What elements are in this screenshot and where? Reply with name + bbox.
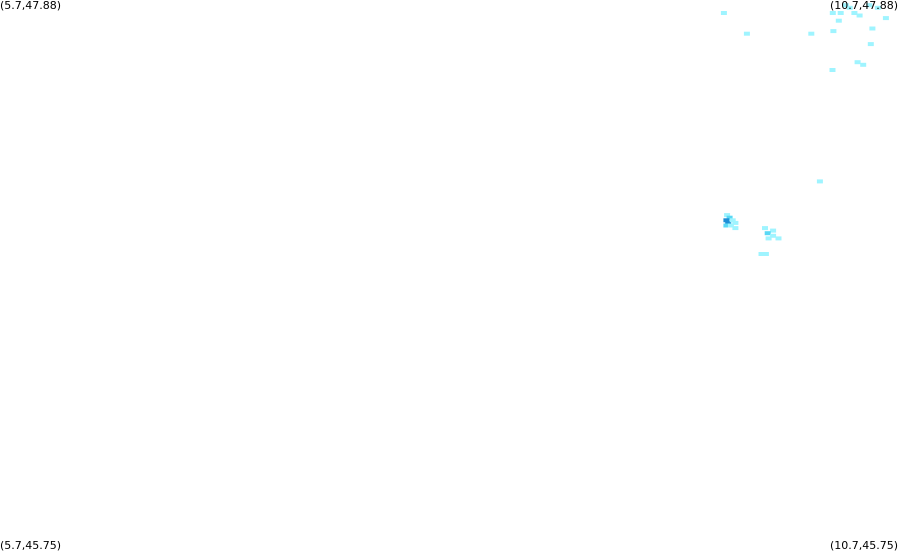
precip-cell: [726, 215, 733, 220]
precip-cell: [846, 5, 853, 10]
precip-cell: [775, 236, 782, 241]
precip-cell: [829, 11, 836, 15]
precip-cell: [851, 11, 858, 15]
corner-label-bottom-right: (10.7,45.75): [829, 539, 898, 552]
precip-cell: [732, 226, 739, 231]
precip-cell: [816, 179, 823, 184]
precip-cell: [830, 29, 837, 34]
corner-label-bottom-left: (5.7,45.75): [0, 539, 62, 552]
precip-cell: [837, 11, 844, 15]
precip-cell: [729, 218, 736, 223]
precip-cell: [758, 252, 765, 256]
precip-cell: [866, 3, 873, 8]
precip-cell: [762, 252, 769, 256]
precip-cell: [854, 60, 861, 65]
precip-cell: [764, 231, 771, 236]
precip-cell: [869, 26, 876, 31]
precip-cell: [808, 31, 815, 36]
precip-cell: [874, 5, 881, 10]
precip-cell: [725, 220, 732, 225]
precip-cell: [724, 213, 731, 218]
precip-cell: [720, 11, 727, 15]
precip-cell: [762, 226, 768, 231]
precip-cell: [882, 16, 889, 21]
precip-cell: [743, 31, 750, 36]
precip-cell: [765, 236, 772, 241]
precip-cell: [856, 13, 863, 18]
precip-cell: [770, 233, 777, 238]
corner-label-top-right: (10.7,47.88): [829, 0, 898, 12]
precip-cell: [860, 62, 867, 67]
precip-cell: [829, 68, 836, 72]
precip-cell: [732, 220, 739, 225]
precip-cell: [867, 42, 874, 47]
precip-cell: [727, 223, 734, 228]
precip-cell: [723, 223, 730, 228]
precip-cell: [842, 3, 849, 8]
corner-label-top-left: (5.7,47.88): [0, 0, 62, 12]
precip-cell: [770, 228, 777, 233]
precip-cell: [723, 218, 730, 223]
precip-cell: [835, 18, 842, 23]
